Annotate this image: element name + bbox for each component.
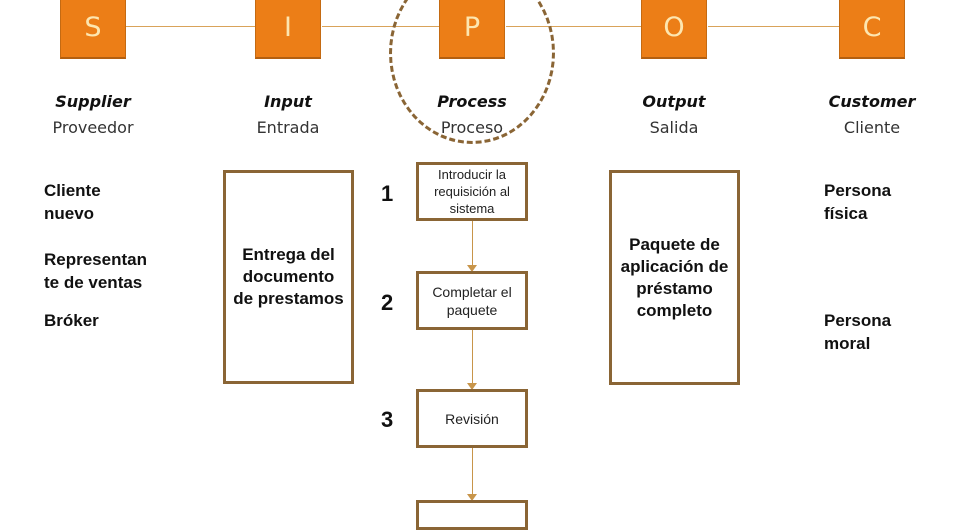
process-step-3: Revisión: [416, 389, 528, 448]
connector-o-c: [708, 26, 840, 27]
arrow-down-icon: [467, 494, 477, 501]
arrow-line: [472, 330, 473, 383]
customer-line: Persona: [824, 311, 892, 330]
letter-box-process: P: [439, 0, 505, 59]
subheading-output: Salida: [649, 118, 699, 137]
customer-line: física: [824, 204, 868, 223]
step-label: Introducir la requisición al sistema: [434, 167, 510, 216]
customer-line: Persona: [824, 181, 892, 200]
connector-i-p: [322, 26, 440, 27]
output-text: Paquete de aplicación de préstamo comple…: [620, 234, 729, 320]
step-label: Completar el paquete: [432, 283, 512, 318]
customer-item: Persona física: [824, 179, 891, 225]
arrow-line: [472, 448, 473, 494]
supplier-item: Cliente nuevo: [44, 179, 101, 225]
arrow-down-icon: [467, 265, 477, 272]
supplier-item: Representan te de ventas: [44, 248, 147, 294]
supplier-line: nuevo: [44, 204, 95, 223]
heading-output: Output: [642, 92, 706, 111]
process-step-2: Completar el paquete: [416, 271, 528, 330]
supplier-line: Cliente: [44, 181, 101, 200]
subheading-process: Proceso: [440, 118, 504, 137]
step-number: 1: [381, 181, 394, 206]
subheading-supplier: Proveedor: [52, 118, 134, 137]
step-number: 3: [381, 407, 394, 432]
connector-s-i: [126, 26, 256, 27]
customer-line: moral: [824, 334, 871, 353]
supplier-line: Representan: [44, 250, 147, 269]
step-label: Revisión: [445, 410, 499, 427]
step-number: 2: [381, 290, 394, 315]
letter-box-supplier: S: [60, 0, 126, 59]
connector-p-o: [506, 26, 642, 27]
subheading-input: Entrada: [256, 118, 320, 137]
output-box: Paquete de aplicación de préstamo comple…: [609, 170, 740, 385]
supplier-item: Bróker: [44, 309, 99, 332]
supplier-line: Bróker: [44, 311, 99, 330]
input-text: Entrega del documento de prestamos: [233, 245, 344, 308]
letter-box-output: O: [641, 0, 707, 59]
arrow-down-icon: [467, 383, 477, 390]
input-box: Entrega del documento de prestamos: [223, 170, 354, 384]
supplier-line: te de ventas: [44, 273, 143, 292]
heading-supplier: Supplier: [55, 92, 131, 111]
customer-item: Persona moral: [824, 309, 891, 355]
subheading-customer: Cliente: [843, 118, 901, 137]
process-step-1: Introducir la requisición al sistema: [416, 162, 528, 221]
process-step-4: [416, 500, 528, 530]
heading-process: Process: [437, 92, 507, 111]
heading-customer: Customer: [828, 92, 916, 111]
arrow-line: [472, 221, 473, 265]
heading-input: Input: [264, 92, 312, 111]
letter-box-input: I: [255, 0, 321, 59]
letter-box-customer: C: [839, 0, 905, 59]
